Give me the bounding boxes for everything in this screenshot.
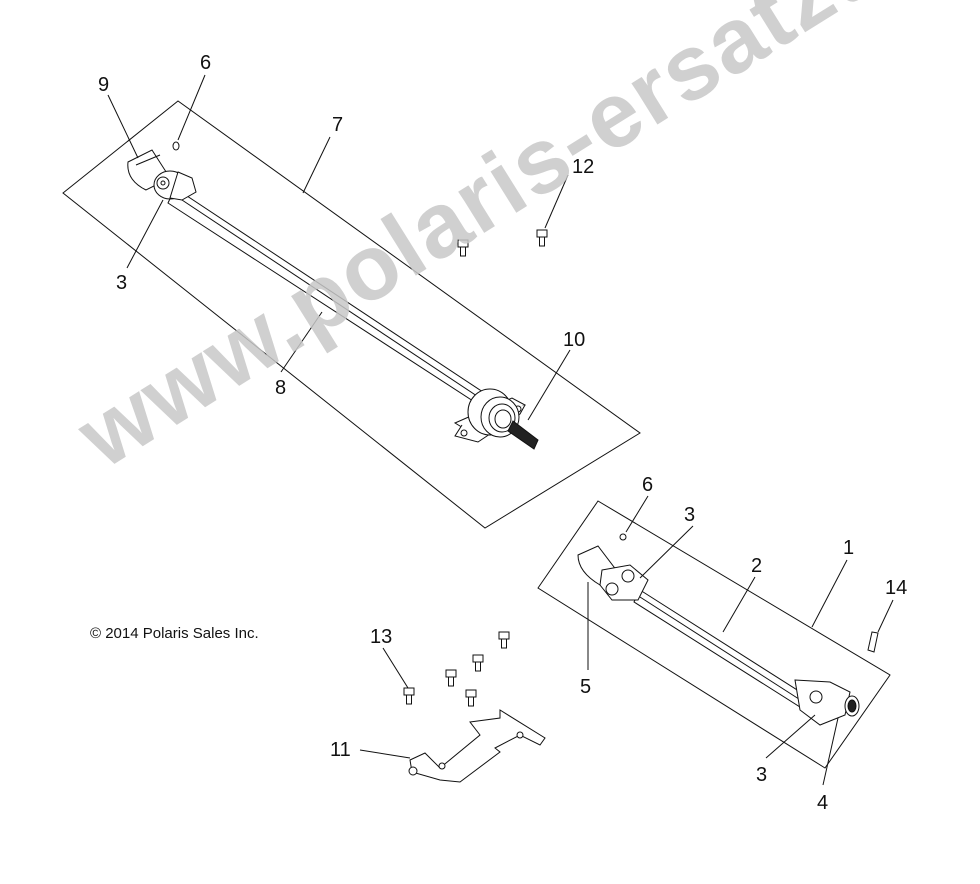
callout-3: 3 bbox=[684, 504, 696, 526]
copyright-notice: © 2014 Polaris Sales Inc. bbox=[90, 625, 259, 642]
callout-6: 6 bbox=[642, 474, 654, 496]
callout-8: 8 bbox=[275, 377, 287, 399]
callout-12: 12 bbox=[572, 156, 595, 178]
callout-7: 7 bbox=[332, 114, 344, 136]
carrier-bearing bbox=[455, 389, 538, 449]
roll-pin bbox=[868, 632, 878, 652]
callout-2: 2 bbox=[751, 555, 763, 577]
callout-11: 11 bbox=[330, 739, 351, 761]
callout-3: 3 bbox=[116, 272, 128, 294]
callout-6: 6 bbox=[200, 52, 212, 74]
callout-10: 10 bbox=[563, 329, 586, 351]
callout-9: 9 bbox=[98, 74, 110, 96]
front-shaft bbox=[578, 546, 859, 725]
callout-5: 5 bbox=[580, 676, 592, 698]
callout-1: 1 bbox=[843, 537, 855, 559]
front-assembly-outline bbox=[538, 501, 890, 768]
bolts-13 bbox=[404, 632, 509, 706]
callout-4: 4 bbox=[817, 792, 829, 814]
rear-assembly-outline bbox=[63, 101, 640, 528]
bearing-bracket bbox=[409, 710, 545, 782]
bolts-12 bbox=[458, 230, 547, 256]
leader-lines bbox=[108, 75, 893, 785]
grease-fittings bbox=[173, 142, 626, 540]
callout-13: 13 bbox=[370, 626, 393, 648]
rear-shaft bbox=[128, 150, 495, 412]
callout-3: 3 bbox=[756, 764, 768, 786]
callout-14: 14 bbox=[885, 577, 908, 599]
